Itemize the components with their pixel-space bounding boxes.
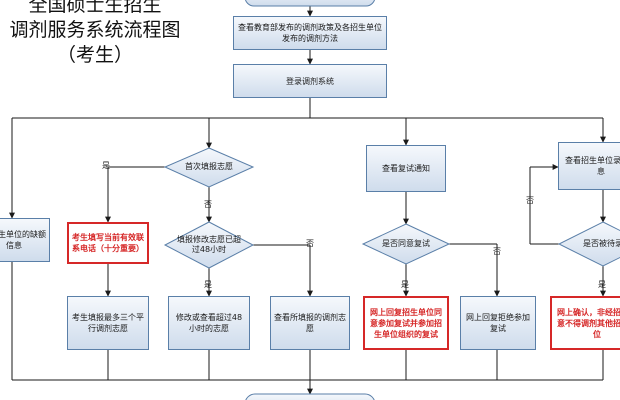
no-label-retest: 否 (493, 247, 501, 256)
fill-parallel-box: 考生填报最多三个平行调剂志愿 (67, 296, 149, 350)
view-admission-box: 查看招生单位录取信息 (558, 142, 620, 190)
yes-label-waitlist: 是 (598, 280, 606, 289)
first-fill-decision (163, 147, 255, 188)
no-label-waitlist: 否 (526, 196, 534, 205)
fill-contact-box: 考生填写当前有效联系电话（十分重要） (67, 222, 149, 264)
no-label-first-fill: 否 (204, 200, 212, 209)
diagram-title-line1: 全国硕士生招生 (28, 0, 162, 16)
wait-list-label: 是否被待录 (583, 239, 620, 248)
first-fill-label: 首次填报志愿 (185, 162, 233, 171)
yes-label-first-fill: 是 (102, 161, 110, 170)
yes-label-modify: 是 (204, 280, 212, 289)
login-box: 登录调剂系统 (233, 64, 387, 98)
view-retest-box: 查看复试通知 (366, 145, 446, 192)
wait-list-decision (557, 221, 620, 267)
view-vacancy-box: 各招生单位的缺额信息 (0, 218, 50, 262)
agree-retest-label: 是否同意复试 (382, 239, 430, 248)
modify-check-decision (163, 221, 255, 269)
confirm-admission-box: 网上确认，非经招生同意不得调剂其他招生单位 (550, 296, 620, 350)
no-label-modify: 否 (306, 239, 314, 248)
end-node (245, 393, 375, 400)
reply-refuse-box: 网上回复拒绝参加复试 (460, 296, 536, 350)
view-filled-box: 查看所填报的调剂志愿 (270, 296, 350, 350)
diagram-title-line3: （考生） (56, 44, 133, 66)
reply-agree-box: 网上回复招生单位同意参加复试并参加招生单位组织的复试 (363, 296, 449, 350)
modify-over48-box: 修改或查看超过48小时的志愿 (168, 296, 250, 350)
start-node (244, 0, 376, 7)
yes-label-retest: 是 (401, 280, 409, 289)
modify-check-label: 填报修改志愿已超过48小时 (177, 235, 241, 254)
agree-retest-decision (361, 223, 451, 265)
diagram-title-line2: 调剂服务系统流程图 (9, 19, 181, 41)
view-policy-box: 查看教育部发布的调剂政策及各招生单位发布的调剂方法 (233, 16, 387, 50)
